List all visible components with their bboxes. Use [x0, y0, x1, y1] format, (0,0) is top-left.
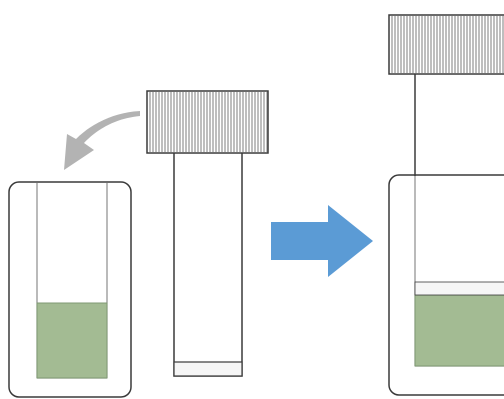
middle-seal	[173, 361, 243, 377]
middle-tube-group	[146, 90, 269, 377]
middle-cap	[146, 90, 269, 154]
left-liquid	[36, 302, 108, 379]
right-liquid	[414, 294, 504, 367]
left-holder-group	[8, 181, 132, 398]
right-assembled-group	[388, 14, 504, 396]
middle-inner-tube	[173, 151, 243, 377]
right-seal	[414, 281, 504, 296]
right-cap	[388, 14, 504, 75]
curved-arrow-icon	[64, 111, 140, 170]
right-arrow-icon	[271, 205, 373, 277]
